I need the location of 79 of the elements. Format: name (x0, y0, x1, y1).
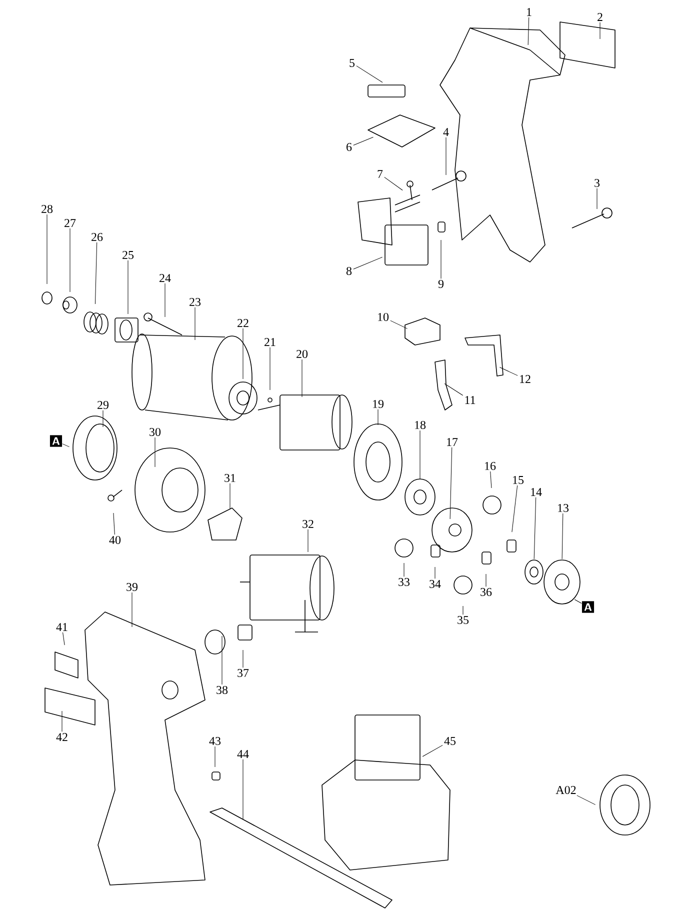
callout-number: 2 (596, 12, 604, 22)
leader-line (242, 650, 244, 668)
leader-line (353, 256, 382, 270)
leader-line (242, 328, 244, 380)
leader-line (422, 744, 443, 757)
leader-line (534, 497, 536, 560)
callout-number: 14 (529, 487, 543, 497)
callout-number: 27 (63, 218, 77, 228)
callout-number: 16 (483, 460, 497, 472)
leader-line (46, 214, 48, 284)
leader-line (499, 367, 518, 376)
leader-line (62, 632, 65, 646)
callout-number: 45 (443, 736, 457, 746)
leader-line (194, 307, 196, 340)
callout-number: 8 (345, 266, 353, 276)
callout-number: 11 (463, 395, 477, 405)
callout-number: 29 (96, 400, 110, 410)
callout-number: 33 (397, 576, 411, 588)
leader-line (242, 759, 244, 820)
callout-number: 26 (90, 232, 104, 242)
callout-number: 15 (511, 474, 525, 486)
callout-number: 31 (223, 472, 237, 484)
leader-line (440, 240, 442, 279)
leader-line (94, 242, 98, 304)
leader-line (102, 410, 104, 428)
callout-number: 22 (236, 318, 250, 328)
leader-line (154, 437, 156, 468)
callout-number: 36 (479, 586, 493, 598)
leader-line (444, 383, 464, 396)
callout-number: 39 (125, 582, 139, 592)
callout-number: 37 (236, 668, 250, 678)
callout-number: 20 (295, 348, 309, 360)
callout-number: 28 (40, 204, 54, 214)
leader-line (113, 512, 115, 535)
callout-number: 24 (158, 273, 172, 283)
callout-number: 10 (376, 312, 390, 322)
leader-line (490, 471, 492, 488)
callout-number: 38 (215, 684, 229, 696)
callout-number: 18 (413, 420, 427, 430)
callout-number: 13 (556, 502, 570, 514)
leader-line (512, 485, 518, 532)
callout-number: 40 (108, 534, 122, 546)
callout-number: A02 (554, 784, 578, 796)
callout-number: 9 (437, 278, 445, 290)
callout-number: 42 (55, 732, 69, 742)
leader-line (356, 66, 383, 83)
leader-line (353, 136, 374, 146)
callout-number: 44 (236, 749, 250, 759)
callout-number: 19 (371, 398, 385, 410)
leader-line (384, 176, 403, 190)
leader-line (434, 566, 436, 579)
callout-number: 43 (208, 736, 222, 746)
callout-number: 1 (525, 7, 533, 17)
callout-number: 6 (345, 142, 353, 152)
callout-number: 30 (148, 426, 162, 438)
callout-number: 12 (518, 374, 532, 384)
callout-number: 5 (348, 58, 356, 68)
leader-line (62, 444, 70, 448)
leader-line (574, 599, 582, 604)
leader-line (390, 320, 408, 329)
callout-number: 32 (301, 518, 315, 530)
callout-number: 41 (55, 622, 69, 632)
leader-line (164, 283, 166, 318)
callout-number: 21 (263, 337, 277, 347)
leader-line (462, 606, 464, 615)
callout-number: 4 (442, 127, 450, 137)
callout-number: 23 (188, 296, 202, 308)
callout-number: 35 (456, 614, 470, 626)
leader-line (596, 188, 598, 210)
leader-line (576, 795, 596, 805)
callout-number: 3 (593, 178, 601, 188)
leader-line (450, 447, 452, 520)
callout-number: 34 (428, 578, 442, 590)
leader-line (528, 17, 530, 46)
leader-line (214, 746, 216, 768)
callout-number: 17 (445, 437, 459, 447)
leader-line (562, 513, 564, 560)
callout-number: 7 (376, 169, 384, 179)
callout-number: 25 (121, 250, 135, 260)
